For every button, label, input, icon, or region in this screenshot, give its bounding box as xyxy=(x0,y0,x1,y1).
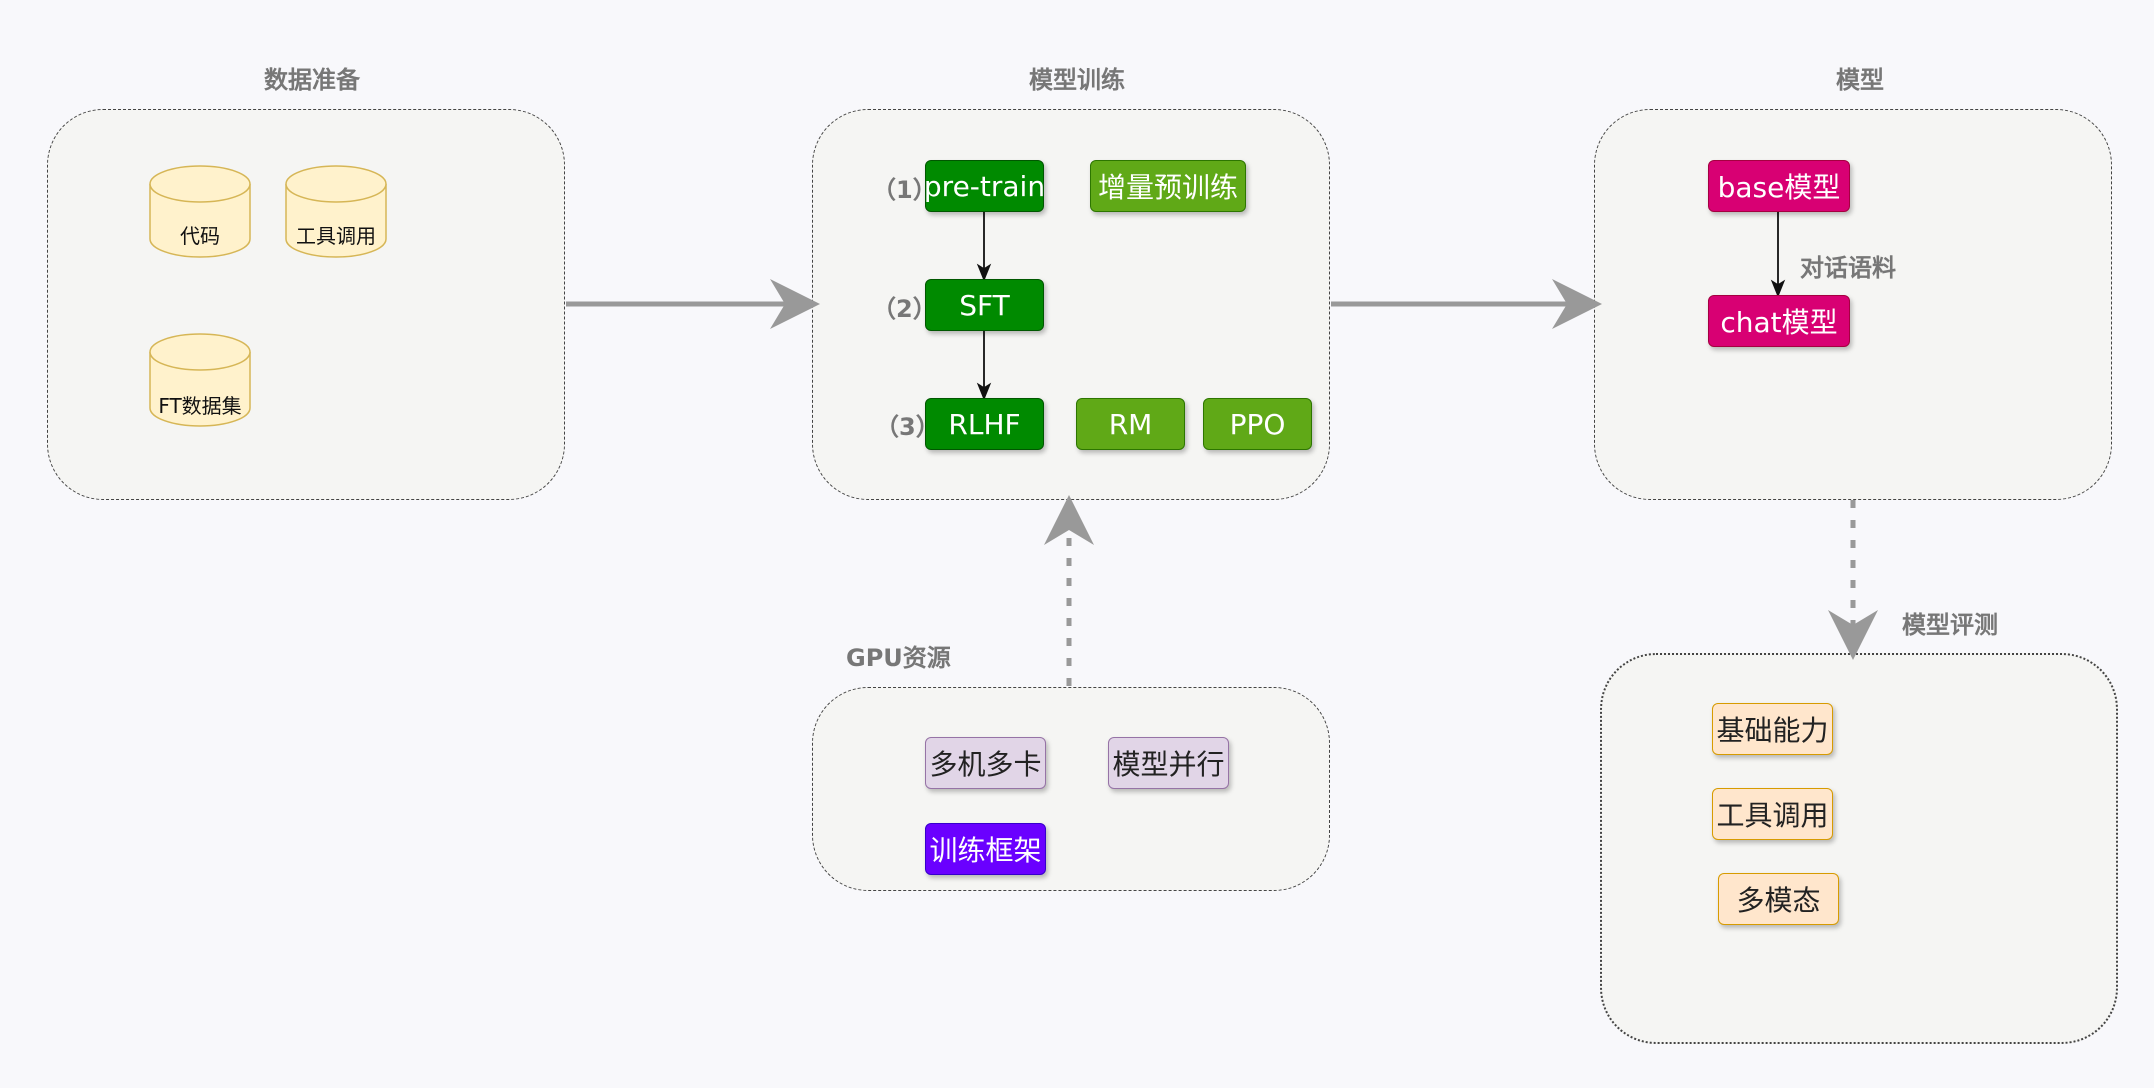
rm-node[interactable]: RM xyxy=(1076,398,1185,450)
sft-node[interactable]: SFT xyxy=(925,279,1044,331)
cylinder-label-tools: 工具调用 xyxy=(296,224,376,248)
gpu-group xyxy=(812,687,1330,891)
eval-title: 模型评测 xyxy=(1902,611,1998,639)
eval-multimodal-node[interactable]: 多模态 xyxy=(1718,873,1839,925)
training-framework-node[interactable]: 训练框架 xyxy=(925,823,1046,875)
base-model-node[interactable]: base模型 xyxy=(1708,160,1850,212)
model-title: 模型 xyxy=(1836,66,1884,94)
rlhf-node[interactable]: RLHF xyxy=(925,398,1044,450)
incremental-pretrain-node[interactable]: 增量预训练 xyxy=(1090,160,1246,212)
eval-tools-node[interactable]: 工具调用 xyxy=(1712,788,1833,840)
cylinder-label-code: 代码 xyxy=(180,224,220,248)
cylinder-code xyxy=(149,165,251,258)
cylinder-label-ft-dataset: FT数据集 xyxy=(158,394,242,418)
chat-model-node[interactable]: chat模型 xyxy=(1708,295,1850,347)
cylinder-tools xyxy=(285,165,387,258)
multi-machine-node[interactable]: 多机多卡 xyxy=(925,737,1046,789)
model-group xyxy=(1594,109,2112,500)
eval-basic-node[interactable]: 基础能力 xyxy=(1712,703,1833,755)
cylinder-ft-dataset xyxy=(149,333,251,427)
pretrain-node[interactable]: pre-train xyxy=(924,160,1045,212)
data-prep-title: 数据准备 xyxy=(264,66,360,94)
ppo-node[interactable]: PPO xyxy=(1203,398,1312,450)
model-parallel-node[interactable]: 模型并行 xyxy=(1108,737,1229,789)
training-title: 模型训练 xyxy=(1029,66,1125,94)
gpu-title: GPU资源 xyxy=(846,644,951,672)
eval-group xyxy=(1600,653,2118,1044)
edge-label-dialogue-corpus: 对话语料 xyxy=(1800,254,1896,282)
